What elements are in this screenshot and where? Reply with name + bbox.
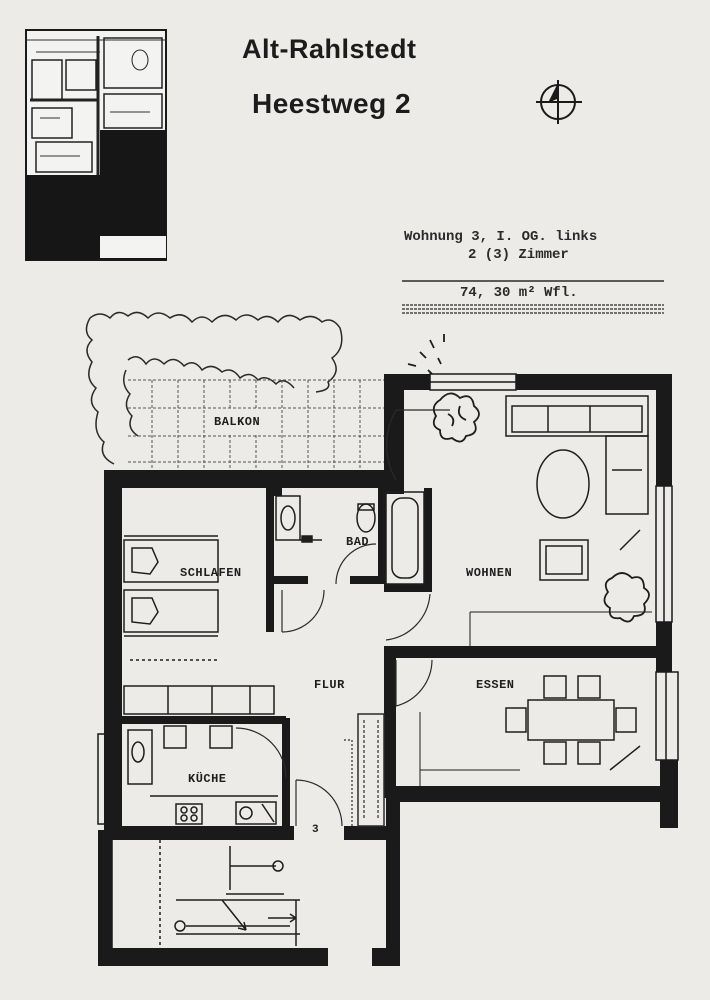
room-label-essen: ESSEN [476, 678, 515, 692]
kitchen-fixtures [127, 725, 278, 825]
compass-north-icon [536, 80, 582, 124]
living-area: 74, 30 m² Wfl. [460, 285, 578, 301]
room-label-wohnen: WOHNEN [466, 566, 513, 580]
room-count: 2 (3) Zimmer [468, 247, 569, 263]
plant-icon [405, 334, 650, 623]
site-plan-thumbnail [25, 29, 167, 261]
doors [235, 409, 450, 827]
stairwell [159, 840, 300, 946]
beds [123, 535, 275, 715]
windows [97, 373, 679, 951]
page-title: Alt-Rahlstedt [242, 34, 417, 64]
room-label-schlafen: SCHLAFEN [180, 566, 242, 580]
unit-description: Wohnung 3, I. OG. links [404, 229, 598, 245]
page-subtitle: Heestweg 2 [252, 88, 412, 119]
sofa [469, 395, 652, 646]
room-label-balkon: BALKON [214, 415, 261, 429]
room-label-flur: FLUR [314, 678, 345, 692]
dining-table [419, 675, 641, 786]
stair-number: 3 [312, 824, 320, 836]
bathroom-fixtures [275, 491, 425, 585]
tree-outline-icon [85, 311, 343, 465]
room-label-bad: BAD [346, 535, 370, 549]
room-label-kueche: KÜCHE [188, 772, 227, 786]
info-underline [402, 280, 664, 314]
walls [98, 374, 678, 966]
balcony-tiles [128, 379, 390, 470]
